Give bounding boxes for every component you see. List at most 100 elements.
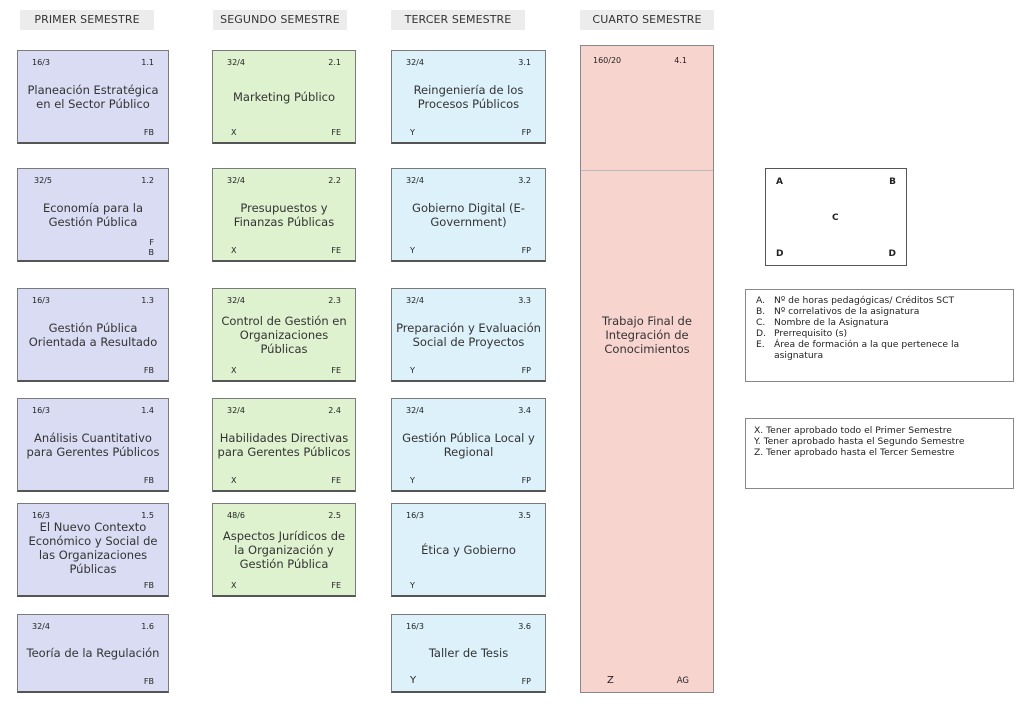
course-area: F B [148, 238, 155, 257]
course-hours: 32/4 [406, 296, 424, 305]
course-number: 1.5 [141, 511, 154, 520]
course-name: El Nuevo Contexto Económico y Social de … [28, 519, 158, 576]
course-number: 3.4 [518, 406, 531, 415]
course-prerequisite: X [231, 246, 237, 255]
course-name: Habilidades Directivas para Gerentes Púb… [217, 430, 351, 459]
legend-text: Nº de horas pedagógicas/ Créditos SCT [774, 295, 955, 306]
legend-text: Área de formación a la que pertenece la … [774, 339, 960, 361]
course-name: Preparación y Evaluación Social de Proye… [396, 320, 541, 349]
course-hours: 16/3 [32, 58, 50, 67]
course-hours: 16/3 [406, 511, 424, 520]
course-card-3-1: 32/4 3.1 Reingeniería de los Procesos Pú… [391, 50, 546, 144]
course-number: 4.1 [674, 56, 687, 65]
legend-box: A.Nº de horas pedagógicas/ Créditos SCT … [745, 289, 1014, 382]
course-number: 3.3 [518, 296, 531, 305]
course-hours: 16/3 [32, 511, 50, 520]
divider [581, 170, 713, 171]
course-hours: 160/20 [593, 56, 622, 65]
prerequisite-z: Z. Tener aprobado hasta el Tercer Semest… [754, 447, 955, 458]
course-card-4-1: 160/20 4.1 Trabajo Final de Integración … [580, 45, 714, 693]
legend-item: B. Nº correlativos de la asignatura [756, 306, 1005, 317]
course-name: Taller de Tesis [428, 646, 509, 660]
course-area: FP [521, 246, 531, 255]
course-prerequisite: Y [410, 128, 415, 137]
course-name: Marketing Público [232, 89, 336, 104]
course-card-3-2: 32/4 3.2 Gobierno Digital (E-Government)… [391, 168, 546, 262]
course-card-3-6: 16/3 3.6 Taller de Tesis Y FP [391, 614, 546, 693]
legend-letter: C. [756, 317, 766, 328]
course-name: Gobierno Digital (E-Government) [412, 200, 525, 229]
semester-header-4: CUARTO SEMESTRE [580, 10, 714, 30]
course-card-2-2: 32/4 2.2 Presupuestos y Finanzas Pública… [212, 168, 356, 262]
course-hours: 32/4 [406, 406, 424, 415]
course-hours: 32/4 [227, 176, 245, 185]
course-name: Gestión Pública Orientada a Resultado [28, 320, 158, 349]
course-card-3-3: 32/4 3.3 Preparación y Evaluación Social… [391, 288, 546, 382]
course-number: 3.2 [518, 176, 531, 185]
course-hours: 16/3 [406, 622, 424, 631]
course-hours: 48/6 [227, 511, 245, 520]
course-prerequisite: X [231, 128, 237, 137]
legend-letter: B. [756, 306, 766, 317]
course-number: 2.5 [328, 511, 341, 520]
legend-text: Nº correlativos de la asignatura [774, 306, 920, 317]
key-a: A [776, 177, 783, 187]
course-card-2-3: 32/4 2.3 Control de Gestión en Organizac… [212, 288, 356, 382]
course-prerequisite: X [231, 366, 237, 375]
course-number: 1.2 [141, 176, 154, 185]
course-card-2-4: 32/4 2.4 Habilidades Directivas para Ger… [212, 398, 356, 492]
legend-letter: E. [756, 339, 765, 350]
course-name: Gestión Pública Local y Regional [402, 430, 535, 459]
course-prerequisite: Z [607, 675, 614, 686]
legend-letter: D. [756, 328, 766, 339]
course-name: Análisis Cuantitativo para Gerentes Públ… [26, 430, 160, 459]
course-number: 1.6 [141, 622, 154, 631]
course-area: FE [331, 128, 341, 137]
course-area: AG [676, 676, 689, 686]
key-d-left: D [776, 249, 784, 259]
course-name: Presupuestos y Finanzas Públicas [233, 200, 335, 229]
course-area: FE [331, 366, 341, 375]
course-card-1-4: 16/3 1.4 Análisis Cuantitativo para Gere… [17, 398, 169, 492]
course-area: FP [521, 366, 531, 375]
course-prerequisite: Y [410, 246, 415, 255]
course-name: Teoría de la Regulación [26, 646, 160, 660]
course-name: Reingeniería de los Procesos Públicos [413, 82, 524, 111]
course-area: FE [331, 581, 341, 590]
course-area: FB [143, 581, 154, 590]
course-area: FB [143, 677, 154, 686]
course-card-3-5: 16/3 3.5 Ética y Gobierno Y [391, 503, 546, 597]
course-name: Economía para la Gestión Pública [42, 200, 144, 229]
course-card-1-6: 32/4 1.6 Teoría de la Regulación FB [17, 614, 169, 693]
course-area: FP [521, 677, 531, 686]
course-name: Aspectos Jurídicos de la Organización y … [222, 528, 346, 571]
legend-text: Nombre de la Asignatura [774, 317, 889, 328]
legend-item: A. Nº de horas pedagógicas/ Créditos SCT [756, 295, 1005, 306]
semester-header-3: TERCER SEMESTRE [391, 10, 525, 30]
course-card-1-2: 32/5 1.2 Economía para la Gestión Públic… [17, 168, 169, 262]
course-area: FE [331, 476, 341, 485]
course-number: 2.4 [328, 406, 341, 415]
course-area: FB [143, 128, 154, 137]
legend-text: Prerrequisito (s) [774, 328, 848, 339]
key-b: B [889, 177, 896, 187]
key-c: C [832, 213, 839, 223]
prerequisites-box: X. Tener aprobado todo el Primer Semestr… [745, 418, 1014, 489]
course-number: 3.1 [518, 58, 531, 67]
semester-header-2: SEGUNDO SEMESTRE [213, 10, 347, 30]
course-hours: 16/3 [32, 406, 50, 415]
course-number: 1.1 [141, 58, 154, 67]
legend-item: C. Nombre de la Asignatura [756, 317, 1005, 328]
course-card-3-4: 32/4 3.4 Gestión Pública Local y Regiona… [391, 398, 546, 492]
course-prerequisite: Y [410, 675, 417, 686]
course-area: FE [331, 246, 341, 255]
course-number: 3.5 [518, 511, 531, 520]
course-name: Control de Gestión en Organizaciones Púb… [221, 313, 347, 356]
course-number: 2.1 [328, 58, 341, 67]
course-prerequisite: X [231, 476, 237, 485]
course-number: 2.2 [328, 176, 341, 185]
card-key-diagram: A B C D D [765, 168, 907, 266]
legend-item: E. Área de formación a la que pertenece l… [756, 339, 1005, 361]
course-card-2-1: 32/4 2.1 Marketing Público X FE [212, 50, 356, 144]
legend-letter: A. [756, 295, 766, 306]
